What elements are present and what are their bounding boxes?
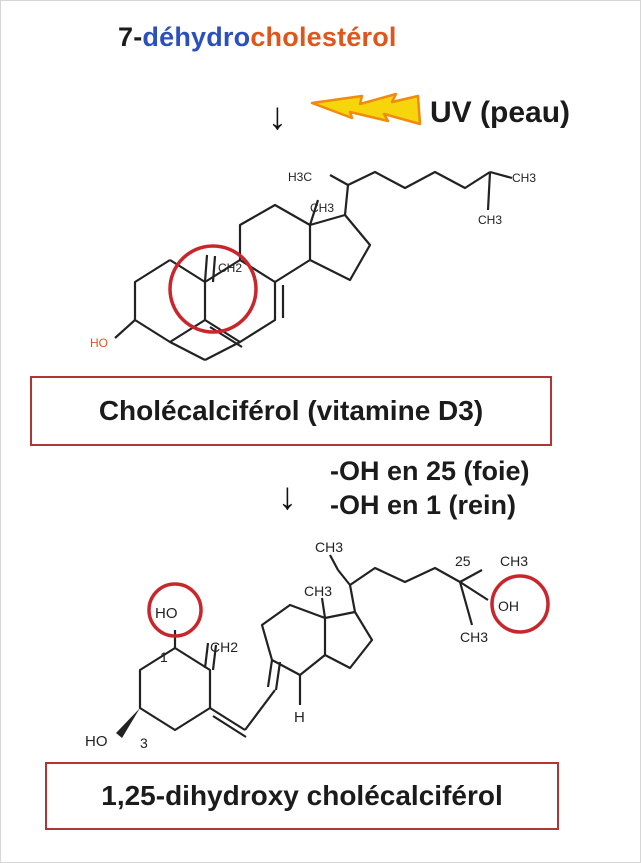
mol1-ch3-angular-label: CH3 (310, 201, 334, 215)
down-arrow-hydroxylation: ↓ (278, 476, 297, 518)
mol2-number-3-label: 3 (140, 735, 148, 751)
uv-label: UV (peau) (430, 96, 571, 129)
mol2-oh-label: OH (498, 598, 519, 614)
mol2-ch3-top-label: CH3 (315, 539, 343, 555)
mol2-ch3-side-label: CH3 (500, 553, 528, 569)
mol2-ch3-lower-label: CH3 (460, 629, 488, 645)
mol2-ho-1-highlight-circle (147, 582, 203, 638)
mol2-number-25-label: 25 (455, 553, 471, 569)
title-prefix: 7- (118, 22, 143, 52)
product-2-name: 1,25-dihydroxy cholécalciférol (101, 780, 503, 811)
mol2-number-1-label: 1 (160, 649, 168, 665)
title-dehydro: déhydro (142, 22, 251, 52)
hydroxylation-step-25: -OH en 25 (foie) (330, 456, 530, 486)
mol2-h-label: H (294, 709, 305, 726)
title: 7-déhydrocholestérol (118, 22, 397, 53)
mol1-ch3-bottom-right-label: CH3 (478, 213, 502, 227)
title-cholesterol: cholestérol (250, 22, 397, 52)
mol1-highlight-circle (168, 244, 258, 334)
hydroxylation-step-1: -OH en 1 (rein) (330, 490, 517, 520)
mol2-oh-25-highlight-circle (490, 574, 550, 634)
mol2-ho-1-label: HO (155, 605, 178, 622)
product-1-box: Cholécalciférol (vitamine D3) (30, 376, 552, 446)
mol1-h3c-label: H3C (288, 170, 312, 184)
mol1-ch3-top-right-label: CH3 (512, 171, 536, 185)
mol1-ch2-label: CH2 (218, 261, 242, 275)
mol2-c3-wedge (116, 708, 140, 738)
mol1-ho-label: HO (90, 336, 108, 350)
product-1-name: Cholécalciférol (vitamine D3) (98, 395, 484, 426)
mol2-ho-3-label: HO (85, 733, 108, 750)
mol2-ch3-angular-label: CH3 (304, 583, 332, 599)
product-2-box: 1,25-dihydroxy cholécalciférol (45, 762, 559, 830)
mol2-ch2-label: CH2 (210, 639, 238, 655)
down-arrow-uv: ↓ (268, 96, 287, 138)
